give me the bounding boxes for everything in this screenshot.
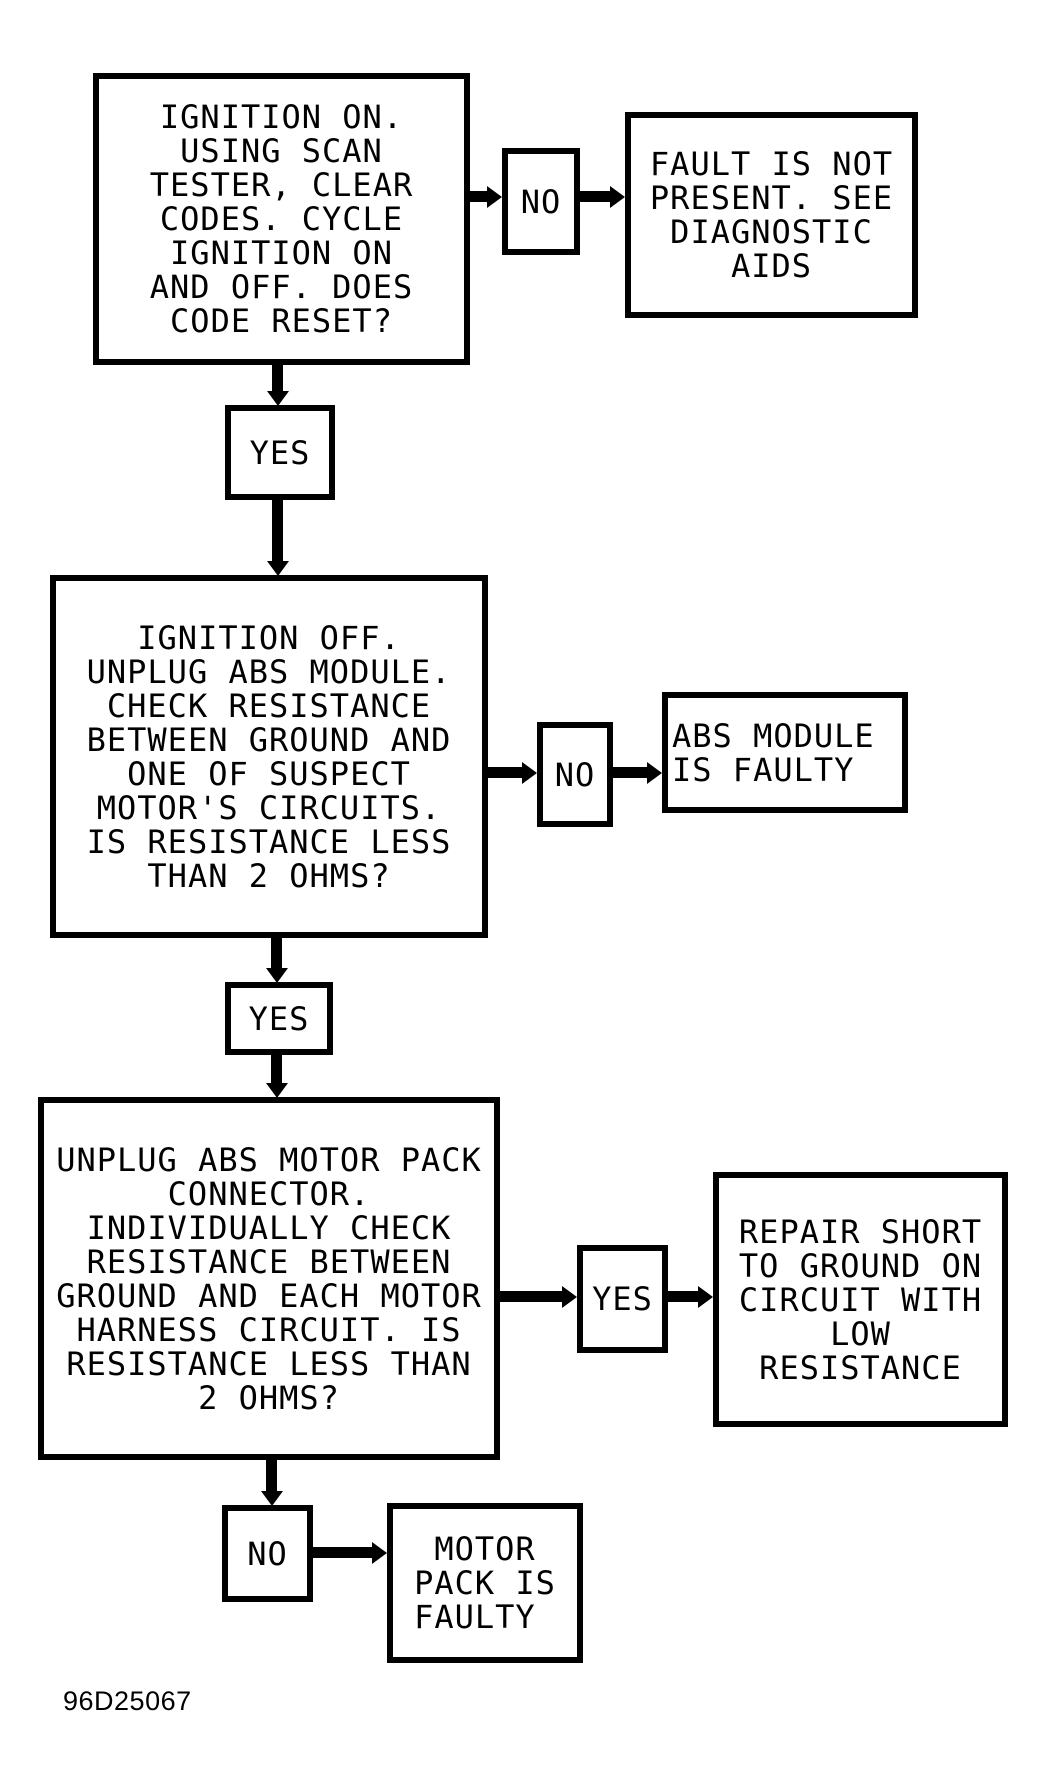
arrow-no2-to-abs-module-faulty	[613, 767, 647, 778]
flow-terminal-abs-module-faulty: ABS MODULE IS FAULTY	[662, 692, 908, 813]
arrow-no3-to-motor-pack-faulty	[313, 1547, 372, 1558]
arrow-step1-to-yes1	[272, 365, 283, 391]
connector-no-1: NO	[502, 148, 580, 255]
connector-yes-3: YES	[577, 1245, 668, 1353]
flow-step-check-module-resistance: IGNITION OFF. UNPLUG ABS MODULE. CHECK R…	[50, 575, 488, 938]
flow-terminal-motor-pack-faulty: MOTOR PACK IS FAULTY	[387, 1503, 583, 1663]
figure-number: 96D25067	[63, 1686, 192, 1716]
arrow-step3-to-yes3	[500, 1291, 562, 1302]
arrow-step2-to-yes2	[271, 938, 282, 968]
arrow-step2-to-no2	[488, 767, 522, 778]
connector-no-3: NO	[222, 1505, 313, 1602]
flow-terminal-fault-not-present: FAULT IS NOT PRESENT. SEE DIAGNOSTIC AID…	[625, 112, 918, 318]
connector-yes-2: YES	[225, 982, 333, 1055]
connector-no-2: NO	[537, 722, 613, 827]
arrow-no1-to-fault-not-present	[580, 191, 610, 202]
arrow-step3-to-no3	[266, 1460, 277, 1491]
arrow-yes1-to-step2	[272, 500, 283, 561]
flow-step-clear-codes: IGNITION ON. USING SCAN TESTER, CLEAR CO…	[93, 73, 470, 365]
arrow-yes2-to-step3	[271, 1055, 282, 1083]
connector-yes-1: YES	[225, 405, 335, 500]
arrow-step1-to-no1	[470, 191, 487, 202]
arrow-yes3-to-repair-short	[668, 1291, 698, 1302]
flow-terminal-repair-short: REPAIR SHORT TO GROUND ON CIRCUIT WITH L…	[713, 1172, 1008, 1427]
flow-step-check-motor-pack-resistance: UNPLUG ABS MOTOR PACK CONNECTOR. INDIVID…	[38, 1097, 500, 1460]
